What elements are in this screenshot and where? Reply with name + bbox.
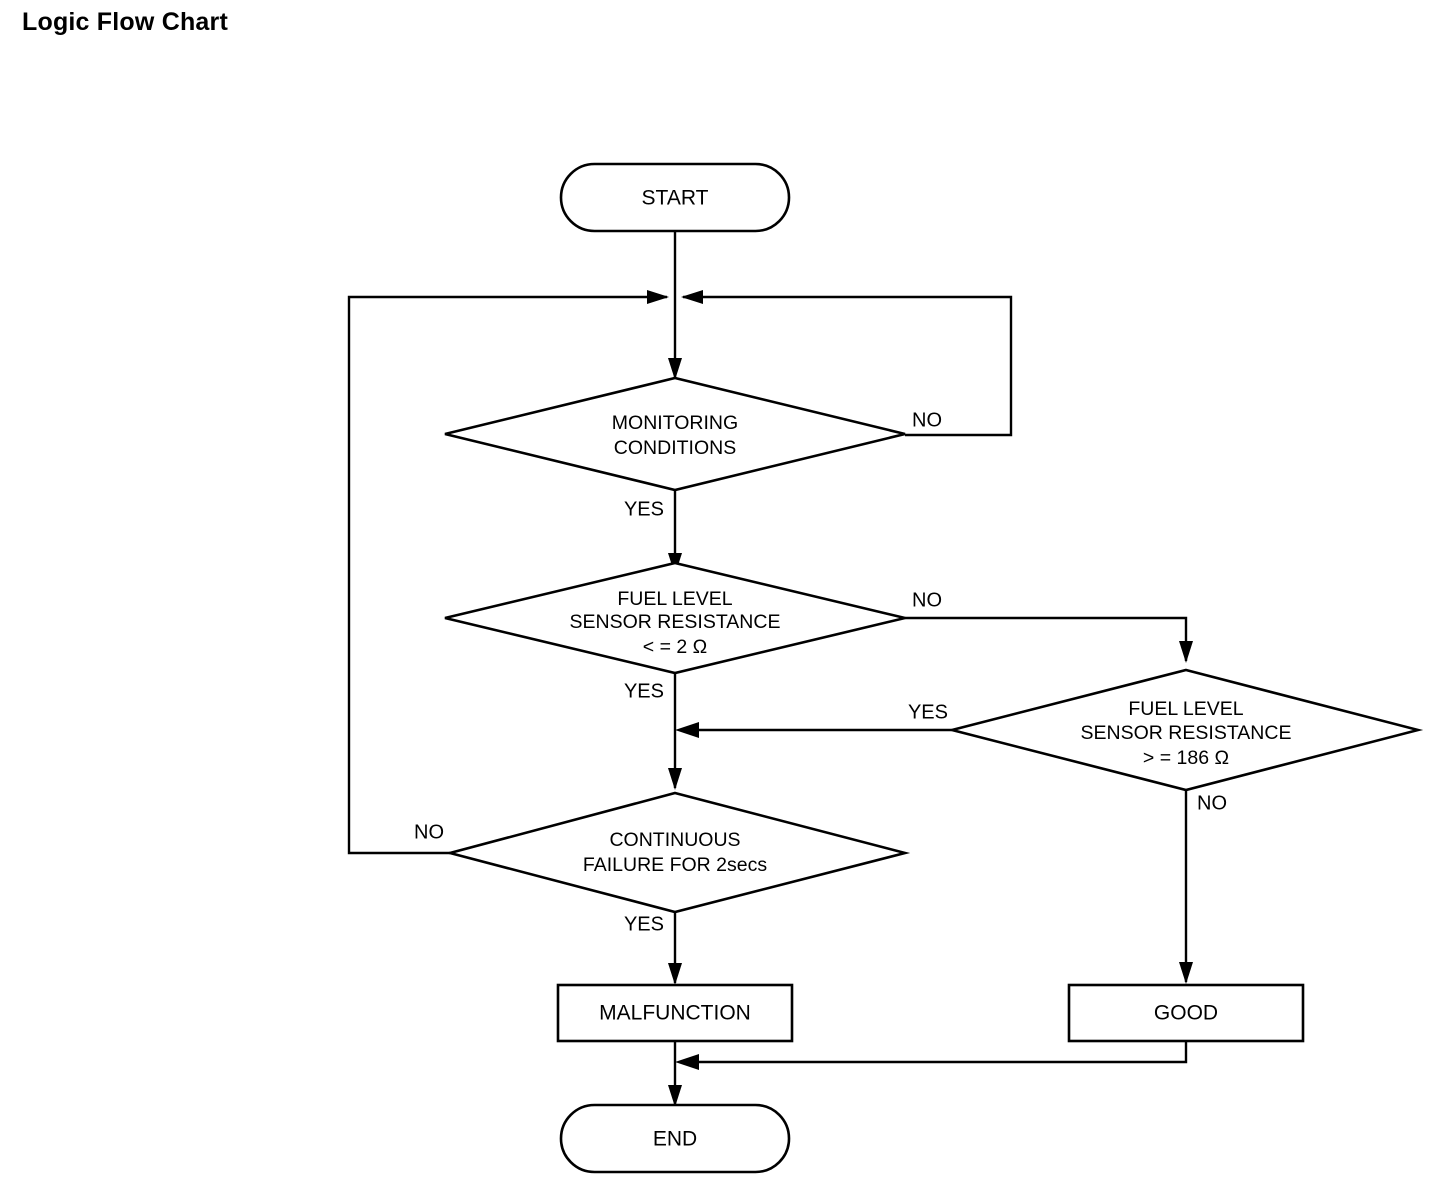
start-label: START — [642, 187, 709, 210]
edge-res-low-no — [905, 616, 1188, 661]
arrowhead-res-low-yes — [668, 768, 682, 790]
edge-monitoring-no-loop — [683, 295, 1013, 437]
resistance-high-label-line1: FUEL LEVEL — [1128, 698, 1243, 720]
resistance-high-label-line2: SENSOR RESISTANCE — [1081, 722, 1292, 744]
node-good[interactable]: GOOD — [1067, 983, 1305, 1043]
resistance-high-label-line3: > = 186 Ω — [1143, 747, 1229, 769]
arrowhead-res-high-no — [1179, 962, 1193, 984]
arrowhead-good-to-end — [675, 1054, 699, 1070]
arrowhead-junction-to-monitoring — [668, 358, 682, 380]
edge-label-res-high-yes: YES — [908, 701, 948, 723]
good-label: GOOD — [1154, 1002, 1218, 1025]
edge-good-to-end — [683, 1041, 1188, 1064]
edge-label-cont-fail-no: NO — [414, 821, 444, 843]
arrowhead-malfunction-to-end — [668, 1085, 682, 1107]
edge-label-cont-fail-yes: YES — [624, 913, 664, 935]
node-start[interactable]: START — [559, 162, 791, 233]
monitoring-conditions-label-line2: CONDITIONS — [614, 437, 736, 459]
node-malfunction[interactable]: MALFUNCTION — [556, 983, 794, 1043]
arrowhead-res-low-no — [1179, 641, 1193, 663]
arrowhead-monitoring-no-loop — [681, 290, 703, 304]
page-title: Logic Flow Chart — [22, 8, 228, 36]
arrowhead-cont-fail-no-loop — [647, 290, 669, 304]
continuous-failure-shape — [444, 791, 911, 914]
edge-label-monitoring-yes: YES — [624, 498, 664, 520]
malfunction-label: MALFUNCTION — [599, 1002, 751, 1025]
monitoring-conditions-shape — [444, 376, 906, 492]
start-shape — [559, 162, 791, 233]
good-shape — [1067, 983, 1305, 1043]
resistance-low-shape — [444, 561, 906, 675]
continuous-failure-label-line2: FAILURE FOR 2secs — [583, 854, 767, 876]
node-continuous-failure[interactable]: CONTINUOUS FAILURE FOR 2secs — [444, 791, 911, 914]
node-monitoring-conditions[interactable]: MONITORING CONDITIONS — [444, 376, 906, 492]
continuous-failure-label-line1: CONTINUOUS — [609, 829, 740, 851]
node-resistance-high[interactable]: FUEL LEVEL SENSOR RESISTANCE > = 186 Ω — [951, 668, 1424, 792]
end-shape — [559, 1103, 791, 1174]
edge-label-res-low-yes: YES — [624, 680, 664, 702]
edge-label-monitoring-no: NO — [912, 409, 942, 431]
resistance-high-shape — [951, 668, 1424, 792]
resistance-low-label-line3: < = 2 Ω — [643, 636, 707, 658]
edge-label-res-high-no: NO — [1197, 792, 1227, 814]
edge-cont-fail-no-loop — [347, 295, 667, 855]
resistance-low-label-line1: FUEL LEVEL — [617, 588, 732, 610]
arrowhead-res-high-yes — [675, 722, 699, 738]
node-end[interactable]: END — [559, 1103, 791, 1174]
end-label: END — [653, 1128, 697, 1151]
edge-label-res-low-no: NO — [912, 589, 942, 611]
arrowhead-cont-fail-yes — [668, 963, 682, 985]
monitoring-conditions-label-line1: MONITORING — [612, 412, 738, 434]
malfunction-shape — [556, 983, 794, 1043]
resistance-low-label-line2: SENSOR RESISTANCE — [570, 611, 781, 633]
node-resistance-low[interactable]: FUEL LEVEL SENSOR RESISTANCE < = 2 Ω — [444, 561, 906, 675]
